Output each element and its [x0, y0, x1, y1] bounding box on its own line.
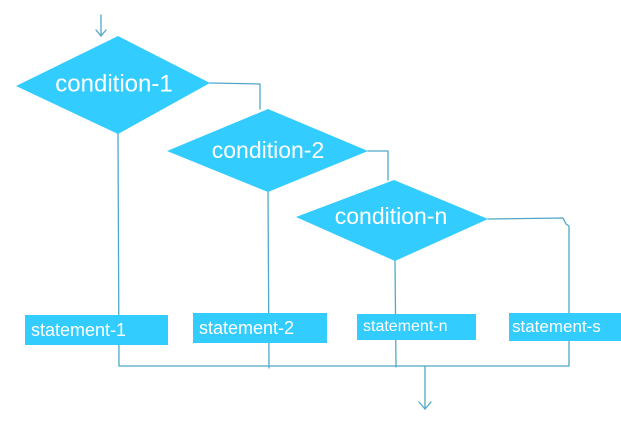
statement-1-label: statement-1	[31, 319, 127, 340]
statement-n-box: statement-n	[357, 314, 476, 340]
decision-condition-n: condition-n	[296, 180, 488, 261]
condition-n-label: condition-n	[335, 203, 448, 229]
decision-condition-2: condition-2	[167, 109, 368, 192]
statement-s-box: statement-s	[509, 313, 621, 341]
condition-1-label: condition-1	[55, 70, 172, 97]
statement-n-label: statement-n	[363, 318, 448, 335]
entry-arrow	[95, 14, 107, 38]
statement-2-label: statement-2	[199, 317, 295, 338]
statement-2-box: statement-2	[193, 313, 327, 343]
connector-cond2-to-condn	[367, 150, 389, 181]
connector-lines	[117, 82, 570, 369]
exit-arrow	[418, 365, 432, 410]
statement-1-box: statement-1	[25, 315, 168, 345]
connector-condn-to-statement-s	[487, 217, 570, 367]
statement-s-label: statement-s	[512, 317, 601, 336]
connector-cond1-to-cond2	[209, 82, 261, 110]
condition-2-label: condition-2	[212, 137, 325, 163]
decision-condition-1: condition-1	[16, 36, 210, 134]
